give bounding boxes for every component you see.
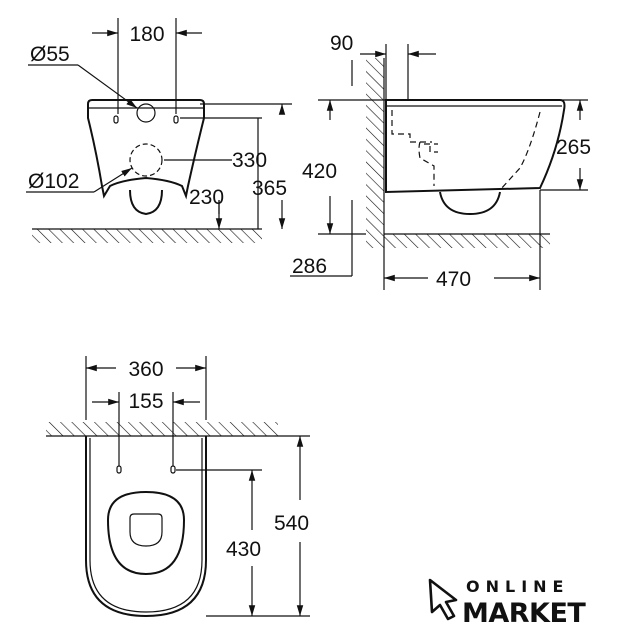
- dim-outlet-diameter: Ø102: [28, 170, 79, 193]
- online-market-logo: ONLINE MARKET: [428, 577, 587, 629]
- top-view: 360 155 430 540: [46, 356, 310, 618]
- dim-365: 365: [252, 177, 287, 200]
- dim-430: 430: [226, 538, 261, 561]
- dim-inlet-diameter: Ø55: [30, 43, 70, 66]
- top-wall-hatch: [46, 422, 278, 436]
- dim-230: 230: [189, 186, 224, 209]
- logo-line2: MARKET: [462, 598, 586, 629]
- fix-hole-left: [113, 115, 119, 124]
- side-wall-hatch: [366, 58, 384, 234]
- side-view: 90 420 286 265 470: [290, 32, 591, 291]
- bolt-hole-left: [116, 465, 122, 474]
- dim-470: 470: [436, 268, 471, 291]
- dim-265: 265: [556, 136, 591, 159]
- cursor-arrow-icon: [428, 578, 458, 621]
- leader-55: [77, 64, 138, 109]
- dim-420: 420: [302, 160, 337, 183]
- logo-line1: ONLINE: [466, 577, 569, 596]
- dim-155: 155: [128, 390, 163, 413]
- dim-90: 90: [330, 32, 353, 55]
- dim-330: 330: [232, 149, 267, 172]
- front-floor-hatch: [32, 229, 262, 243]
- top-bowl-outline: [85, 436, 207, 618]
- dim-286: 286: [292, 255, 327, 278]
- side-hidden-connector: [424, 143, 438, 153]
- dim-360: 360: [128, 358, 163, 381]
- dim-180: 180: [129, 23, 164, 46]
- bolt-hole-right: [170, 465, 176, 474]
- inlet-hole: [136, 103, 156, 123]
- top-outlet-opening: [129, 513, 163, 547]
- side-floor-hatch: [366, 234, 550, 248]
- side-bowl-outline: [385, 99, 566, 194]
- front-view: 180 Ø55 Ø102 330 230 365: [26, 18, 292, 243]
- side-foot: [439, 191, 501, 216]
- top-seat: [106, 490, 186, 576]
- fix-hole-right: [173, 115, 179, 124]
- leader-102: [93, 167, 133, 193]
- side-hidden-lines: [391, 110, 541, 191]
- top-bowl-inner: [89, 438, 203, 613]
- outlet-hole: [129, 143, 163, 177]
- front-outlet-foot: [129, 189, 163, 216]
- dim-540: 540: [274, 512, 309, 535]
- front-bowl-outline: [87, 99, 205, 200]
